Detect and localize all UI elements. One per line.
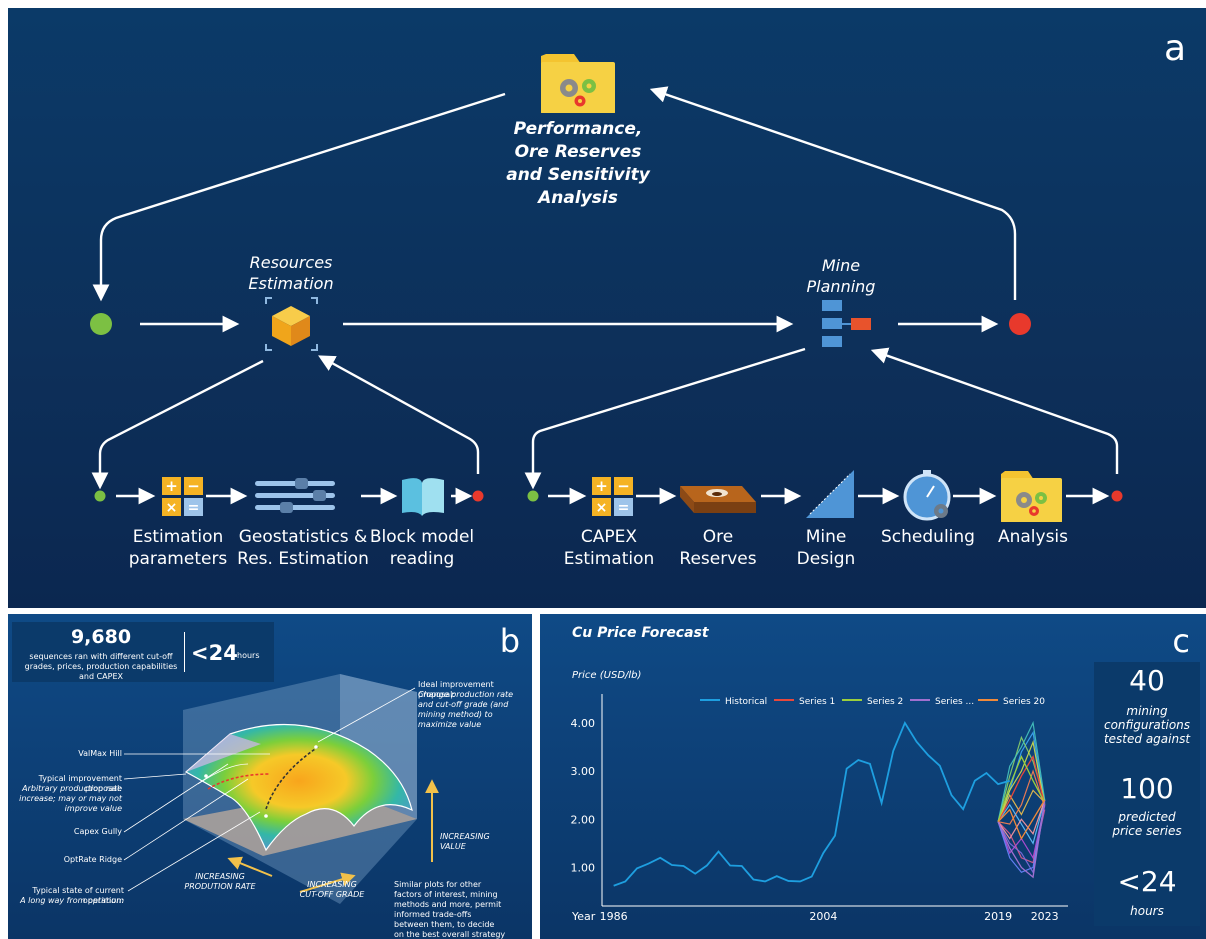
forecast-series-line xyxy=(997,799,1046,840)
sequence-count: 9,680 xyxy=(70,626,132,648)
legend-label: Series 20 xyxy=(1003,697,1045,707)
panel-b: b 9,680 sequences ran with different cut… xyxy=(8,614,532,939)
top-node-title: Performance, Ore Reserves and Sensitivit… xyxy=(506,119,650,208)
historical-series-line xyxy=(613,720,1011,887)
forecast-series-line xyxy=(997,740,1046,822)
legend-label: Series 1 xyxy=(799,697,835,707)
panel-c: c Cu Price Forecast Price (USD/lb) Year … xyxy=(540,614,1206,939)
folder-gears-icon xyxy=(541,54,615,113)
stopwatch-gear-icon xyxy=(903,470,951,521)
axis-value-label: INCREASING VALUE xyxy=(440,832,490,851)
end-node xyxy=(1009,313,1031,335)
stat-hours-text: hours xyxy=(1130,904,1164,918)
step-label-analysis: Analysis xyxy=(997,527,1069,547)
forecast-series-line xyxy=(997,802,1046,873)
panel-a: + − × = + − × = xyxy=(8,8,1206,608)
time-value: <24 xyxy=(191,641,238,665)
stats-divider xyxy=(184,632,185,672)
sliders-icon xyxy=(255,478,335,513)
sequence-caption: sequences ran with different cut-off gra… xyxy=(24,652,178,681)
mine-planning-label: Mine Planning xyxy=(806,256,876,296)
pit-block-icon xyxy=(680,486,756,513)
x-tick-label: 1986 xyxy=(600,910,628,923)
stats-box xyxy=(12,622,274,682)
x-axis-label: Year xyxy=(572,910,596,923)
folder-gears-icon xyxy=(1001,471,1062,522)
stat-hours-value: <24 xyxy=(1117,865,1177,898)
svg-text:−: − xyxy=(617,477,630,495)
legend-label: Historical xyxy=(725,697,767,707)
capex-gully-label: Capex Gully xyxy=(73,827,122,836)
y-axis-label: Price (USD/lb) xyxy=(572,670,642,681)
sub-start-node-right xyxy=(527,490,539,502)
legend-label: Series ... xyxy=(935,697,974,707)
current-state-title: Typical state of current operation: xyxy=(32,886,124,905)
stats-panel xyxy=(1094,662,1200,926)
typical-proposal-title: Typical improvement proposal: xyxy=(38,774,122,793)
sub-start-node-left xyxy=(94,490,106,502)
step-label-capex: CAPEX Estimation xyxy=(563,527,655,569)
optrate-ridge-label: OptRate Ridge xyxy=(63,855,122,864)
svg-text:−: − xyxy=(187,477,200,495)
stat-configs-value: 40 xyxy=(1129,664,1165,697)
valmax-label: ValMax Hill xyxy=(78,749,122,758)
x-tick-label: 2004 xyxy=(809,910,837,923)
y-tick-label: 4.00 xyxy=(571,717,596,730)
y-tick-label: 2.00 xyxy=(571,813,596,826)
svg-text:+: + xyxy=(595,477,608,495)
stat-series-value: 100 xyxy=(1120,772,1174,805)
step-label-ore-reserves: Ore Reserves xyxy=(679,527,757,569)
calculator-icon: + − × = xyxy=(592,477,633,516)
stat-series-text: predicted price series xyxy=(1112,810,1182,838)
y-tick-label: 3.00 xyxy=(571,765,596,778)
typical-proposal-body: Arbitrary production rate increase; may … xyxy=(19,784,122,813)
similar-plots-note: Similar plots for other factors of inter… xyxy=(394,880,506,939)
panel-letter-c: c xyxy=(1172,622,1190,660)
ideal-proposal-title: Ideal improvement proposal: xyxy=(418,680,494,699)
x-tick-label: 2023 xyxy=(1031,910,1059,923)
stat-configs-text: mining configurations tested against xyxy=(1103,704,1191,746)
ramp-triangle-icon xyxy=(806,470,854,518)
forecast-series-line xyxy=(997,799,1046,845)
step-label-geostatistics: Geostatistics & Res. Estimation xyxy=(237,527,369,569)
step-label-mine-design: Mine Design xyxy=(796,527,856,569)
svg-text:=: = xyxy=(188,500,200,516)
flowchart-icon xyxy=(822,300,871,347)
axis-grade-label: INCREASING CUT-OFF GRADE xyxy=(299,880,365,899)
forecast-series-line xyxy=(997,799,1046,840)
time-unit: hours xyxy=(237,651,260,660)
axis-rate-label: INCREASING PRODUTION RATE xyxy=(184,872,256,891)
ideal-proposal-body: Change production rate and cut-off grade… xyxy=(418,690,514,729)
open-book-icon xyxy=(402,478,444,516)
step-label-estimation-parameters: Estimation parameters xyxy=(128,527,228,569)
forecast-series-line xyxy=(997,799,1046,879)
forecast-series-line xyxy=(997,789,1046,822)
forecast-series-line xyxy=(997,754,1046,822)
chart-title: Cu Price Forecast xyxy=(572,625,709,641)
value-surface-plot xyxy=(123,674,439,904)
resources-estimation-label: Resources Estimation xyxy=(248,253,334,293)
step-label-scheduling: Scheduling xyxy=(881,527,975,547)
svg-text:×: × xyxy=(166,500,178,516)
x-tick-label: 2019 xyxy=(984,910,1012,923)
price-forecast-chart: 1.00 2.00 3.00 4.00 1986 2004 2019 2023 Historic… xyxy=(571,694,1068,923)
panel-letter-a: a xyxy=(1163,28,1186,69)
current-state-body: A long way from optimum xyxy=(20,896,124,905)
flow-arrows: + − × = + − × = xyxy=(90,54,1123,522)
forecast-series-line xyxy=(997,755,1046,822)
step-label-block-model: Block model reading xyxy=(369,527,475,569)
sub-end-node-right xyxy=(1111,490,1123,502)
legend-label: Series 2 xyxy=(867,697,903,707)
start-node xyxy=(90,313,112,335)
svg-text:×: × xyxy=(596,500,608,516)
forecast-series-line xyxy=(997,720,1046,822)
y-tick-label: 1.00 xyxy=(571,861,596,874)
svg-text:+: + xyxy=(165,477,178,495)
forecast-series-line xyxy=(997,769,1046,825)
calculator-icon: + − × = xyxy=(162,477,203,516)
svg-text:=: = xyxy=(618,500,630,516)
panel-letter-b: b xyxy=(499,622,520,660)
sub-end-node-left xyxy=(472,490,484,502)
cube-icon xyxy=(265,297,318,351)
